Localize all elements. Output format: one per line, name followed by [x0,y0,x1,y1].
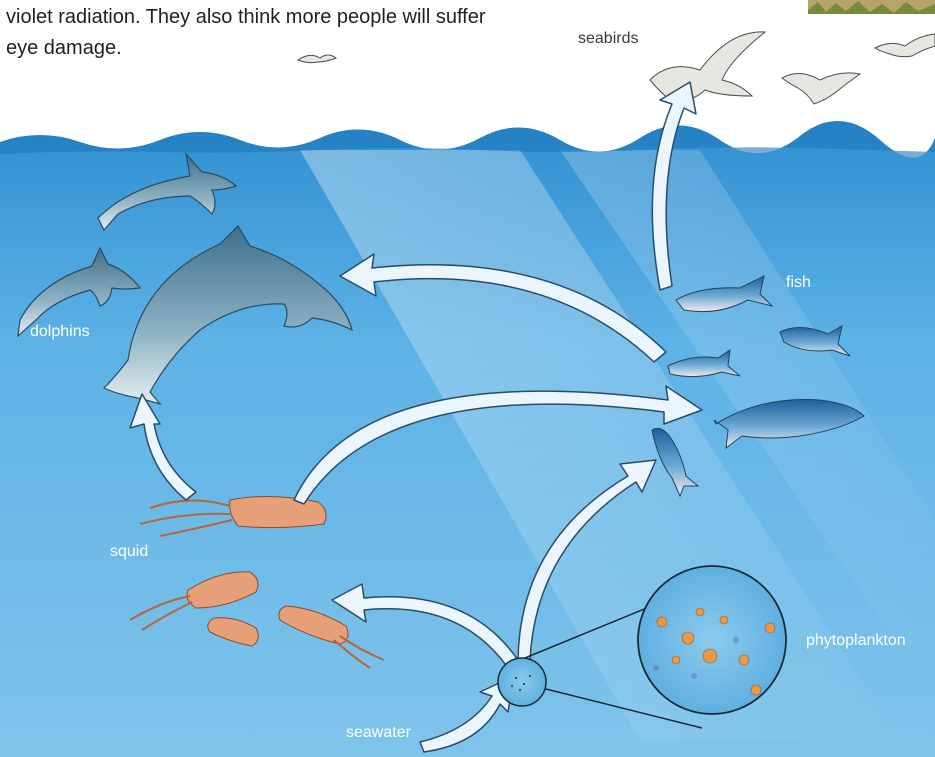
seabird-right-icon [875,34,935,57]
label-dolphins: dolphins [30,323,90,341]
label-seabirds: seabirds [578,30,638,48]
seabird-medium-icon [782,73,860,104]
seabird-large-icon [650,32,765,101]
label-phytoplankton: phytoplankton [806,632,906,650]
label-seawater: seawater [346,724,411,742]
label-fish: fish [786,274,811,292]
label-squid: squid [110,543,148,561]
seabird-small-icon [298,55,336,63]
phytoplankton-zoom-circle [638,566,786,714]
seawater-drop-circle [498,658,546,706]
